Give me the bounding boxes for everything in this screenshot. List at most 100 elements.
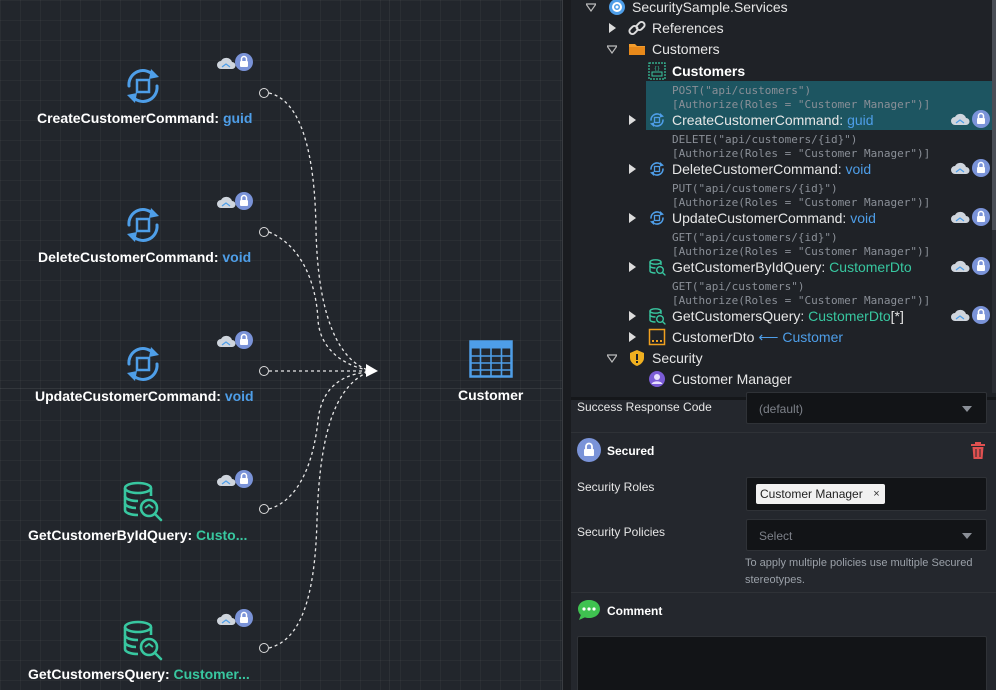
node-type: guid [222, 110, 253, 126]
model-tree[interactable]: SecuritySample.Services References Custo… [571, 0, 996, 393]
node-badges [216, 331, 256, 351]
secured-section-header[interactable]: Secured [571, 432, 996, 468]
query-database-icon [123, 481, 163, 522]
trash-icon[interactable] [970, 442, 986, 460]
operation-row[interactable]: UpdateCustomerCommand: void [571, 208, 996, 229]
selected-row-highlight [646, 81, 996, 130]
tree-label: Customers [672, 63, 746, 79]
node-type: Customer... [173, 666, 250, 682]
node-label: CreateCustomerCommand: guid [37, 110, 253, 126]
route-annotation: GET("api/customers") [672, 280, 805, 293]
dto-label: CustomerDto ⟵ Customer [672, 329, 844, 345]
chip-remove-icon[interactable]: × [873, 488, 880, 500]
node-badges [216, 192, 256, 212]
expand-right-icon[interactable] [627, 213, 637, 223]
operation-return-type: void [850, 210, 876, 226]
tree-label: SecuritySample.Services [632, 0, 788, 15]
comment-bubble-icon [578, 600, 600, 620]
node-type: void [224, 388, 254, 404]
tree-label: References [652, 20, 724, 36]
lock-icon [972, 110, 990, 128]
tree-item-security[interactable]: Security [571, 348, 996, 369]
node-badges [216, 53, 256, 73]
expand-down-icon[interactable] [607, 353, 617, 363]
operation-label: DeleteCustomerCommand: void [672, 161, 872, 177]
tree-item-customers-service[interactable]: {} Customers [571, 61, 996, 82]
security-roles-multiselect[interactable]: Customer Manager× [746, 477, 987, 511]
success-response-code-label: Success Response Code [577, 400, 712, 414]
tree-scrollbar-thumb[interactable] [992, 0, 996, 230]
association-line [268, 92, 369, 371]
association-line [268, 231, 369, 371]
tree-label: Customers [652, 41, 720, 57]
dto-icon [648, 328, 666, 346]
tree-scrollbar[interactable] [992, 0, 996, 393]
expand-down-icon[interactable] [607, 44, 617, 54]
operation-row[interactable]: GetCustomersQuery: CustomerDto[*] [571, 306, 996, 327]
expand-right-icon[interactable] [627, 164, 637, 174]
cloud-icon [217, 57, 236, 69]
chevron-down-icon [962, 406, 972, 412]
panel-splitter[interactable] [562, 0, 571, 690]
success-response-code-select[interactable]: (default) [746, 392, 987, 424]
node-type: Custo... [196, 527, 248, 543]
node-port[interactable] [259, 643, 269, 653]
node-port[interactable] [259, 227, 269, 237]
tree-item-operation[interactable]: GET("api/customers/{id}")[Authorize(Role… [571, 229, 996, 278]
tree-item-operation[interactable]: PUT("api/customers/{id}")[Authorize(Role… [571, 180, 996, 229]
node-port[interactable] [259, 504, 269, 514]
operation-row[interactable]: CreateCustomerCommand: guid [571, 110, 996, 131]
table-icon [469, 340, 513, 378]
tree-item-operation[interactable]: POST("api/customers")[Authorize(Roles = … [571, 82, 996, 131]
security-policies-select[interactable]: Select [746, 519, 987, 551]
lock-icon [235, 609, 253, 627]
operation-label: UpdateCustomerCommand: void [672, 210, 876, 226]
node-port[interactable] [259, 88, 269, 98]
operation-row[interactable]: DeleteCustomerCommand: void [571, 159, 996, 180]
cloud-icon [217, 613, 236, 625]
operation-badges [950, 305, 994, 325]
section-title: Secured [607, 444, 655, 458]
tree-item-customer-manager-role[interactable]: Customer Manager [571, 369, 996, 390]
expand-right-icon[interactable] [627, 115, 637, 125]
chevron-down-icon [962, 533, 972, 539]
operation-row[interactable]: GetCustomerByIdQuery: CustomerDto [571, 257, 996, 278]
service-icon: {} [648, 62, 666, 80]
node-port[interactable] [259, 366, 269, 376]
expand-right-icon[interactable] [627, 262, 637, 272]
tree-item-references[interactable]: References [571, 18, 996, 39]
tree-item-operation[interactable]: GET("api/customers")[Authorize(Roles = "… [571, 278, 996, 327]
canvas-guide-line [389, 0, 390, 690]
route-annotation: GET("api/customers/{id}") [672, 231, 838, 244]
tree-item-customers-folder[interactable]: Customers [571, 39, 996, 60]
tree-label: Security [652, 350, 703, 366]
lock-icon [972, 257, 990, 275]
properties-panel: Success Response Code (default) Secured … [571, 392, 996, 690]
tree-item-root[interactable]: SecuritySample.Services [571, 0, 996, 18]
node-type: void [222, 249, 252, 265]
expand-right-icon[interactable] [627, 311, 637, 321]
operation-badges [950, 207, 994, 227]
authorize-annotation: [Authorize(Roles = "Customer Manager")] [672, 98, 931, 111]
expand-down-icon[interactable] [586, 2, 596, 12]
comment-section-header[interactable]: Comment [571, 592, 996, 628]
tree-item-customer-dto[interactable]: CustomerDto ⟵ Customer [571, 327, 996, 348]
lock-icon [972, 159, 990, 177]
cloud-icon [951, 260, 970, 272]
diagram-canvas[interactable]: CreateCustomerCommand: guid DeleteCustom… [0, 0, 562, 690]
operation-label: GetCustomerByIdQuery: CustomerDto [672, 259, 912, 275]
lock-icon [577, 438, 601, 462]
tree-label: Customer Manager [672, 371, 792, 387]
lock-icon [972, 306, 990, 324]
lock-icon [235, 470, 253, 488]
folder-icon [629, 44, 645, 55]
expand-right-icon[interactable] [607, 23, 617, 33]
select-value: (default) [759, 402, 804, 416]
route-annotation: DELETE("api/customers/{id}") [672, 133, 858, 146]
comment-textarea[interactable] [577, 636, 987, 690]
association-lines [268, 92, 378, 649]
expand-right-icon[interactable] [627, 332, 637, 342]
node-label: GetCustomerByIdQuery: Custo... [28, 527, 248, 543]
tree-item-operation[interactable]: DELETE("api/customers/{id}")[Authorize(R… [571, 131, 996, 180]
node-label: GetCustomersQuery: Customer... [28, 666, 250, 682]
